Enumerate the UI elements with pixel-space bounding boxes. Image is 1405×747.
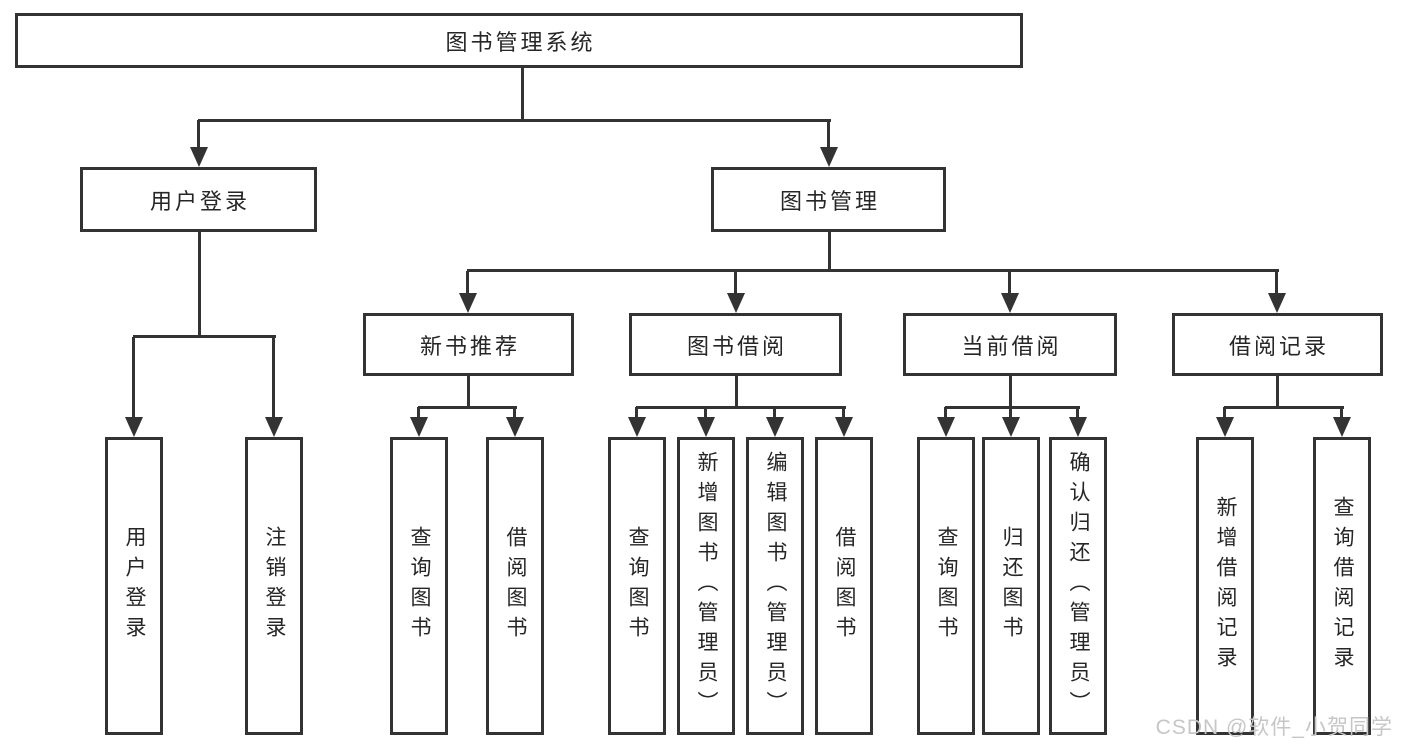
arrow-to-leaf	[697, 407, 715, 437]
connector-level1-split	[198, 119, 831, 122]
leaf-query-books-current: 查询图书	[917, 437, 975, 735]
node-label: 新书推荐	[419, 333, 520, 359]
leaf-confirm-return-admin: 确认归还（管理员）	[1049, 437, 1107, 735]
arrow-to-leaf	[766, 407, 784, 437]
node-user-login: 用户登录	[80, 167, 317, 232]
arrow-to-leaf	[410, 407, 428, 437]
connector-new-book-split	[418, 406, 517, 409]
node-label: 用户登录	[149, 188, 250, 214]
leaf-label: 借阅图书	[833, 526, 856, 646]
connector-user-login-split	[133, 335, 276, 338]
arrow-to-leaf	[628, 407, 646, 437]
arrow-to-book-management	[820, 120, 838, 167]
leaf-add-borrow-record: 新增借阅记录	[1196, 437, 1254, 735]
arrow-to-leaf	[835, 407, 853, 437]
node-new-book-recommendation: 新书推荐	[363, 313, 574, 376]
leaf-add-books-admin: 新增图书（管理员）	[677, 437, 735, 735]
node-label: 图书借阅	[686, 333, 787, 359]
leaf-label: 新增借阅记录	[1214, 496, 1237, 676]
connector-current-borrowing-drop	[1009, 376, 1012, 408]
arrow-to-leaf-logout	[265, 337, 283, 437]
node-label: 图书管理	[779, 188, 880, 214]
leaf-query-books-recommend: 查询图书	[390, 437, 448, 735]
leaf-label: 查询图书	[626, 526, 649, 646]
arrow-to-leaf	[1216, 407, 1234, 437]
arrow-to-leaf	[1069, 407, 1087, 437]
connector-book-borrowing-split	[636, 406, 846, 409]
leaf-label: 归还图书	[1000, 526, 1023, 646]
arrow-to-user-login	[190, 120, 208, 167]
connector-book-borrowing-drop	[735, 376, 738, 408]
arrow-to-leaf-user-login	[125, 337, 143, 437]
leaf-label: 用户登录	[123, 526, 146, 646]
leaf-borrow-books-borrowing: 借阅图书	[815, 437, 873, 735]
connector-borrowing-records-split	[1224, 406, 1344, 409]
leaf-logout: 注销登录	[245, 437, 303, 735]
leaf-return-books: 归还图书	[982, 437, 1040, 735]
leaf-label: 查询图书	[408, 526, 431, 646]
arrow-to-borrowing-records	[1268, 271, 1286, 313]
arrow-to-leaf	[937, 407, 955, 437]
leaf-query-books-borrowing: 查询图书	[608, 437, 666, 735]
arrow-to-current-borrowing	[1001, 271, 1019, 313]
arrow-to-new-book-recommendation	[459, 271, 477, 313]
node-label: 借阅记录	[1228, 333, 1329, 359]
node-borrowing-records: 借阅记录	[1172, 313, 1383, 376]
node-label: 当前借阅	[961, 333, 1062, 359]
node-book-management: 图书管理	[711, 167, 946, 232]
connector-level2-split	[467, 269, 1279, 272]
node-book-borrowing: 图书借阅	[629, 313, 842, 376]
leaf-edit-books-admin: 编辑图书（管理员）	[746, 437, 804, 735]
leaf-label: 查询借阅记录	[1331, 496, 1354, 676]
leaf-label: 确认归还（管理员）	[1067, 451, 1090, 721]
leaf-query-borrow-record: 查询借阅记录	[1313, 437, 1371, 735]
leaf-borrow-books-recommend: 借阅图书	[486, 437, 544, 735]
connector-new-book-drop	[467, 376, 470, 408]
arrow-to-leaf	[1002, 407, 1020, 437]
leaf-label: 借阅图书	[504, 526, 527, 646]
arrow-to-leaf	[1333, 407, 1351, 437]
arrow-to-book-borrowing	[727, 271, 745, 313]
leaf-label: 注销登录	[263, 526, 286, 646]
node-library-management-system: 图书管理系统	[15, 13, 1023, 68]
leaf-user-login: 用户登录	[105, 437, 163, 735]
csdn-watermark: CSDN @软件_小贺同学	[1155, 716, 1393, 739]
leaf-label: 编辑图书（管理员）	[764, 451, 787, 721]
arrow-to-leaf	[506, 407, 524, 437]
connector-user-login-drop	[198, 232, 201, 338]
connector-borrowing-records-drop	[1276, 376, 1279, 408]
node-current-borrowing: 当前借阅	[903, 313, 1117, 376]
connector-root-trunk	[521, 68, 524, 121]
connector-book-management-drop	[828, 232, 831, 272]
connector-current-borrowing-split	[945, 406, 1080, 409]
leaf-label: 查询图书	[935, 526, 958, 646]
node-label: 图书管理系统	[445, 29, 596, 55]
leaf-label: 新增图书（管理员）	[695, 451, 718, 721]
